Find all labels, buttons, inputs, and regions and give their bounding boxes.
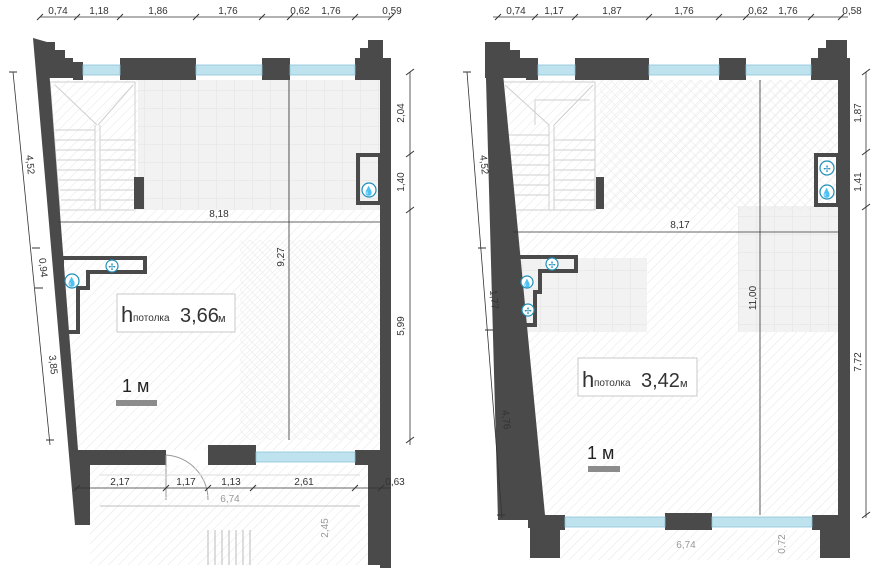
plan2-walls: [485, 40, 850, 558]
plan2-windows: [537, 64, 813, 528]
water-icon: [361, 182, 377, 198]
dim-label: 2,61: [294, 477, 314, 488]
plan1-ceiling-value: 3,66: [180, 305, 219, 327]
fan-icon: [819, 160, 835, 176]
dim-label: 1,17: [544, 6, 564, 17]
plan-1: 💧 ✢ 💧 8,18: [9, 6, 415, 568]
dim-label: 2,17: [110, 477, 130, 488]
plan2-height-dim: 11,00: [748, 285, 759, 310]
svg-text:✢: ✢: [108, 262, 116, 272]
dim-label: 1,87: [602, 6, 622, 17]
plan2-ceiling-unit: м: [680, 378, 688, 390]
dim-label: 0,59: [382, 6, 402, 17]
plan1-ceiling-unit: м: [218, 313, 226, 325]
plan2-scale-label: 1 м: [587, 443, 614, 463]
dim-label: 1,13: [221, 477, 241, 488]
plan1-ceiling-h: h: [121, 302, 133, 327]
plan2-left-dims: 4,52 1,77 4,76: [463, 71, 512, 519]
plan2-shaft-right: [814, 153, 840, 207]
dim-label: 1,87: [853, 103, 864, 123]
plan2-ceiling-sub: потолка: [594, 378, 631, 389]
fan-icon: [105, 259, 119, 273]
plan1-bottom-dims: 2,17 1,17 1,13 2,61 0,63: [73, 477, 405, 492]
plan2-right-dims: 1,87 1,41 7,72: [853, 68, 871, 519]
water-icon: [64, 273, 80, 289]
plan2-terrace-depth: 0,72: [777, 534, 788, 554]
plan2-zone-right: [738, 206, 838, 332]
plan1-terrace: [90, 465, 368, 565]
plan2-ceiling-h: h: [582, 367, 594, 392]
plan1-left-dims: 4,52 0,94 3,85: [9, 71, 59, 446]
dim-label: 4,76: [499, 409, 512, 430]
dim-label: 5,99: [396, 316, 407, 336]
plan1-scale-bar: [116, 400, 157, 406]
dim-label: 4,52: [477, 154, 490, 175]
plan1-width-dim: 8,18: [209, 209, 229, 220]
plan2-shaft-left: [514, 255, 578, 327]
plan1-shaft-right: [356, 153, 382, 205]
svg-text:💧: 💧: [66, 276, 77, 287]
dim-label: 2,04: [396, 103, 407, 123]
svg-text:💧: 💧: [363, 185, 374, 196]
svg-text:💧: 💧: [522, 278, 532, 288]
dim-label: 1,86: [148, 6, 168, 17]
plan1-ceiling-box: [116, 293, 236, 333]
svg-text:✢: ✢: [548, 260, 556, 270]
dim-label: 1,18: [89, 6, 109, 17]
plan1-terrace-width: 6,74: [220, 494, 240, 505]
dim-label: 0,62: [290, 6, 310, 17]
plan2-terrace: [560, 530, 820, 560]
dim-label: 0,74: [48, 6, 68, 17]
plan1-right-dims: 2,04 1,40 5,99: [396, 68, 415, 445]
dim-label: 1,17: [176, 477, 196, 488]
plan1-terrace-depth: 2,45: [320, 518, 331, 538]
plan1-top-dims: 0,74 1,18 1,86 1,76 0,62 1,76 0,59: [36, 6, 402, 21]
dim-label: 7,72: [853, 352, 864, 372]
plan2-width-dim: 8,17: [670, 220, 690, 231]
dim-label: 1,40: [396, 172, 407, 192]
dim-label: 1,76: [321, 6, 341, 17]
water-icon: [520, 275, 534, 289]
plan1-kitchen-zone: [138, 80, 380, 210]
dim-label: 1,77: [487, 289, 500, 310]
dim-label: 1,41: [853, 172, 864, 192]
dim-label: 0,58: [842, 6, 862, 17]
plan1-shaft-left: [60, 256, 147, 334]
dim-label: 1,76: [778, 6, 798, 17]
plan1-height-dim: 9,27: [276, 247, 287, 267]
dim-label: 0,94: [36, 257, 49, 278]
plan2-scale-bar: [588, 466, 620, 472]
water-icon: [819, 184, 835, 200]
plan1-staircase: [49, 81, 136, 211]
plan-2: ✢ 💧 ✢ 💧 ✢ 8,17 11,00 6,74 0,72 h потолка…: [463, 6, 871, 560]
dim-label: 3,85: [46, 354, 59, 375]
fan-icon: [521, 303, 535, 317]
dim-label: 0,74: [506, 6, 526, 17]
plan2-terrace-width: 6,74: [676, 540, 696, 551]
plan1-ceiling-sub: потолка: [133, 313, 170, 324]
plan2-top-dims: 0,74 1,17 1,87 1,76 0,62 1,76 0,58: [493, 6, 862, 21]
plan2-ceiling-value: 3,42: [641, 370, 680, 392]
fan-icon: [545, 257, 559, 271]
svg-text:💧: 💧: [821, 187, 832, 198]
dim-label: 0,63: [385, 477, 405, 488]
svg-text:✢: ✢: [524, 306, 532, 316]
svg-text:✢: ✢: [823, 164, 831, 174]
dim-label: 0,62: [748, 6, 768, 17]
dim-label: 4,52: [23, 154, 36, 175]
plan1-windows: [82, 64, 356, 463]
dim-label: 1,76: [218, 6, 238, 17]
plan2-ceiling-box: [577, 357, 698, 397]
dim-label: 1,76: [674, 6, 694, 17]
plan1-scale-label: 1 м: [122, 376, 149, 396]
